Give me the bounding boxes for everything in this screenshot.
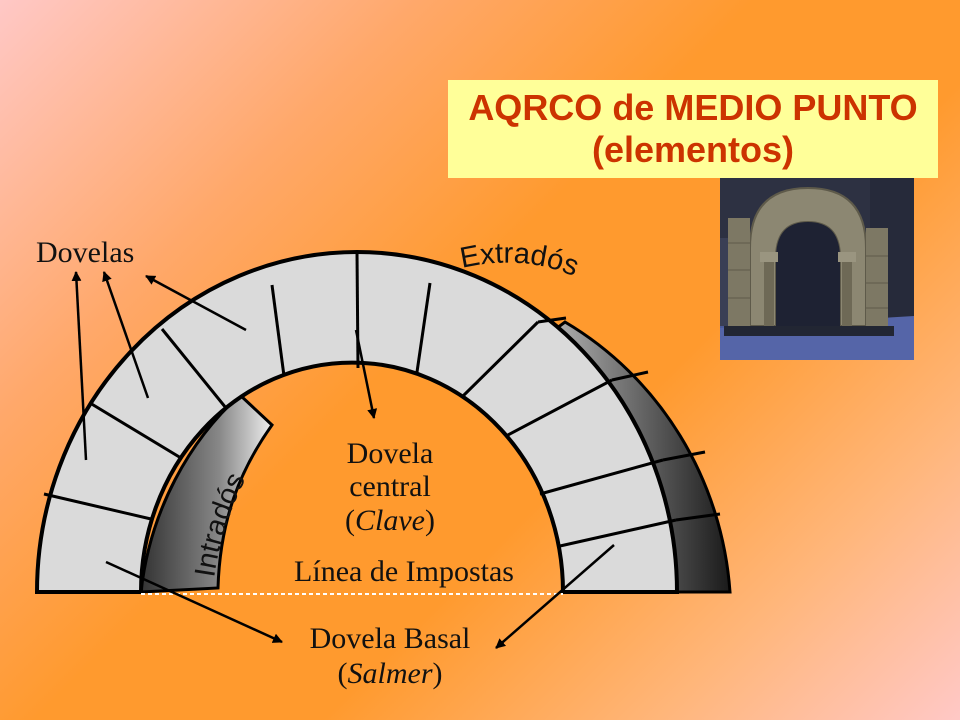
label-dovela-basal: Dovela Basal xyxy=(310,622,471,655)
arch-photo-illustration xyxy=(720,178,914,360)
title-line-2: (elementos) xyxy=(591,129,795,170)
voussoir-joints xyxy=(37,251,677,594)
arrow-dovelas-3 xyxy=(145,274,247,332)
arrow-basal-right xyxy=(495,544,615,649)
arrow-dovelas-2 xyxy=(102,271,150,399)
label-dovelas: Dovelas xyxy=(36,236,134,269)
title-line-1: AQRCO de MEDIO PUNTO xyxy=(468,87,918,128)
label-dovela-central-2: central xyxy=(349,470,431,503)
title-box: AQRCO de MEDIO PUNTO (elementos) xyxy=(448,80,938,178)
voussoir-ring xyxy=(34,250,680,594)
label-salmer: (Salmer) xyxy=(338,657,443,690)
arrow-basal-left xyxy=(105,560,283,644)
label-clave: (Clave) xyxy=(345,504,435,537)
label-linea-impostas: Línea de Impostas xyxy=(294,555,514,588)
label-arrows xyxy=(71,271,615,649)
side-face-joints xyxy=(537,316,721,522)
arrow-dovelas-1 xyxy=(71,271,88,461)
arrow-clave xyxy=(354,329,378,419)
label-dovela-central-1: Dovela xyxy=(347,437,434,470)
romanesque-arch-photo xyxy=(720,178,914,360)
